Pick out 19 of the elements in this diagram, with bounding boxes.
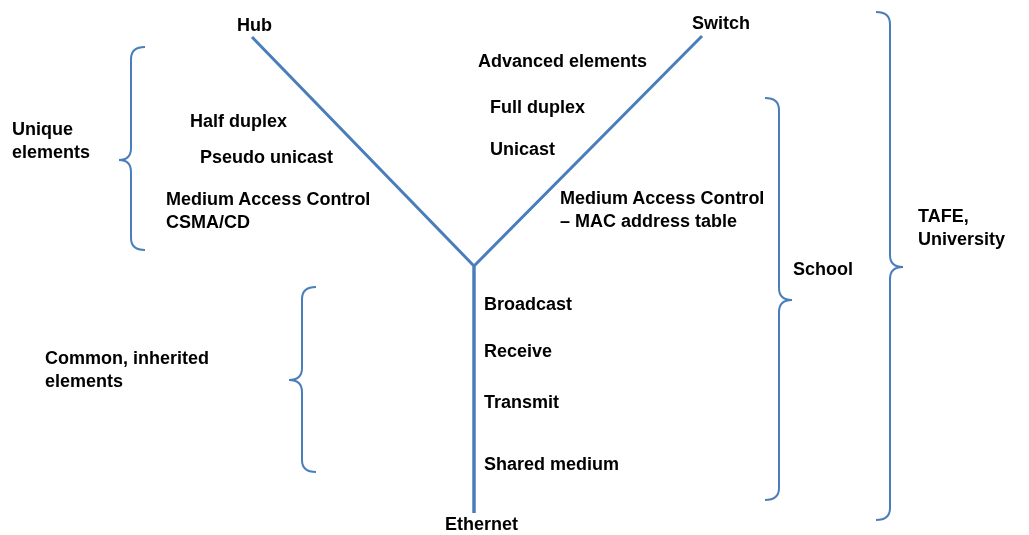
connector-line xyxy=(472,34,704,513)
label-text: Shared medium xyxy=(484,453,620,476)
label-text: TAFE, University xyxy=(918,205,1007,251)
label-text: Receive xyxy=(484,340,553,363)
label-text: Medium Access Control CSMA/CD xyxy=(166,188,372,234)
node-label: Ethernet xyxy=(445,513,518,535)
label-text: Common, inherited elements xyxy=(45,347,210,393)
label-text: Broadcast xyxy=(484,293,573,316)
label-text: Full duplex xyxy=(490,96,585,119)
node-label: Switch xyxy=(692,12,750,35)
node-label: Hub xyxy=(237,14,272,37)
label-text: Unique elements xyxy=(12,118,92,164)
label-text: Transmit xyxy=(484,391,560,414)
label-text: Half duplex xyxy=(190,110,287,133)
label-text: Unicast xyxy=(490,138,556,161)
label-text: School xyxy=(793,258,853,281)
label-text: Advanced elements xyxy=(478,50,648,73)
label-text: Medium Access Control – MAC address table xyxy=(560,187,766,233)
label-text: Pseudo unicast xyxy=(200,146,334,169)
